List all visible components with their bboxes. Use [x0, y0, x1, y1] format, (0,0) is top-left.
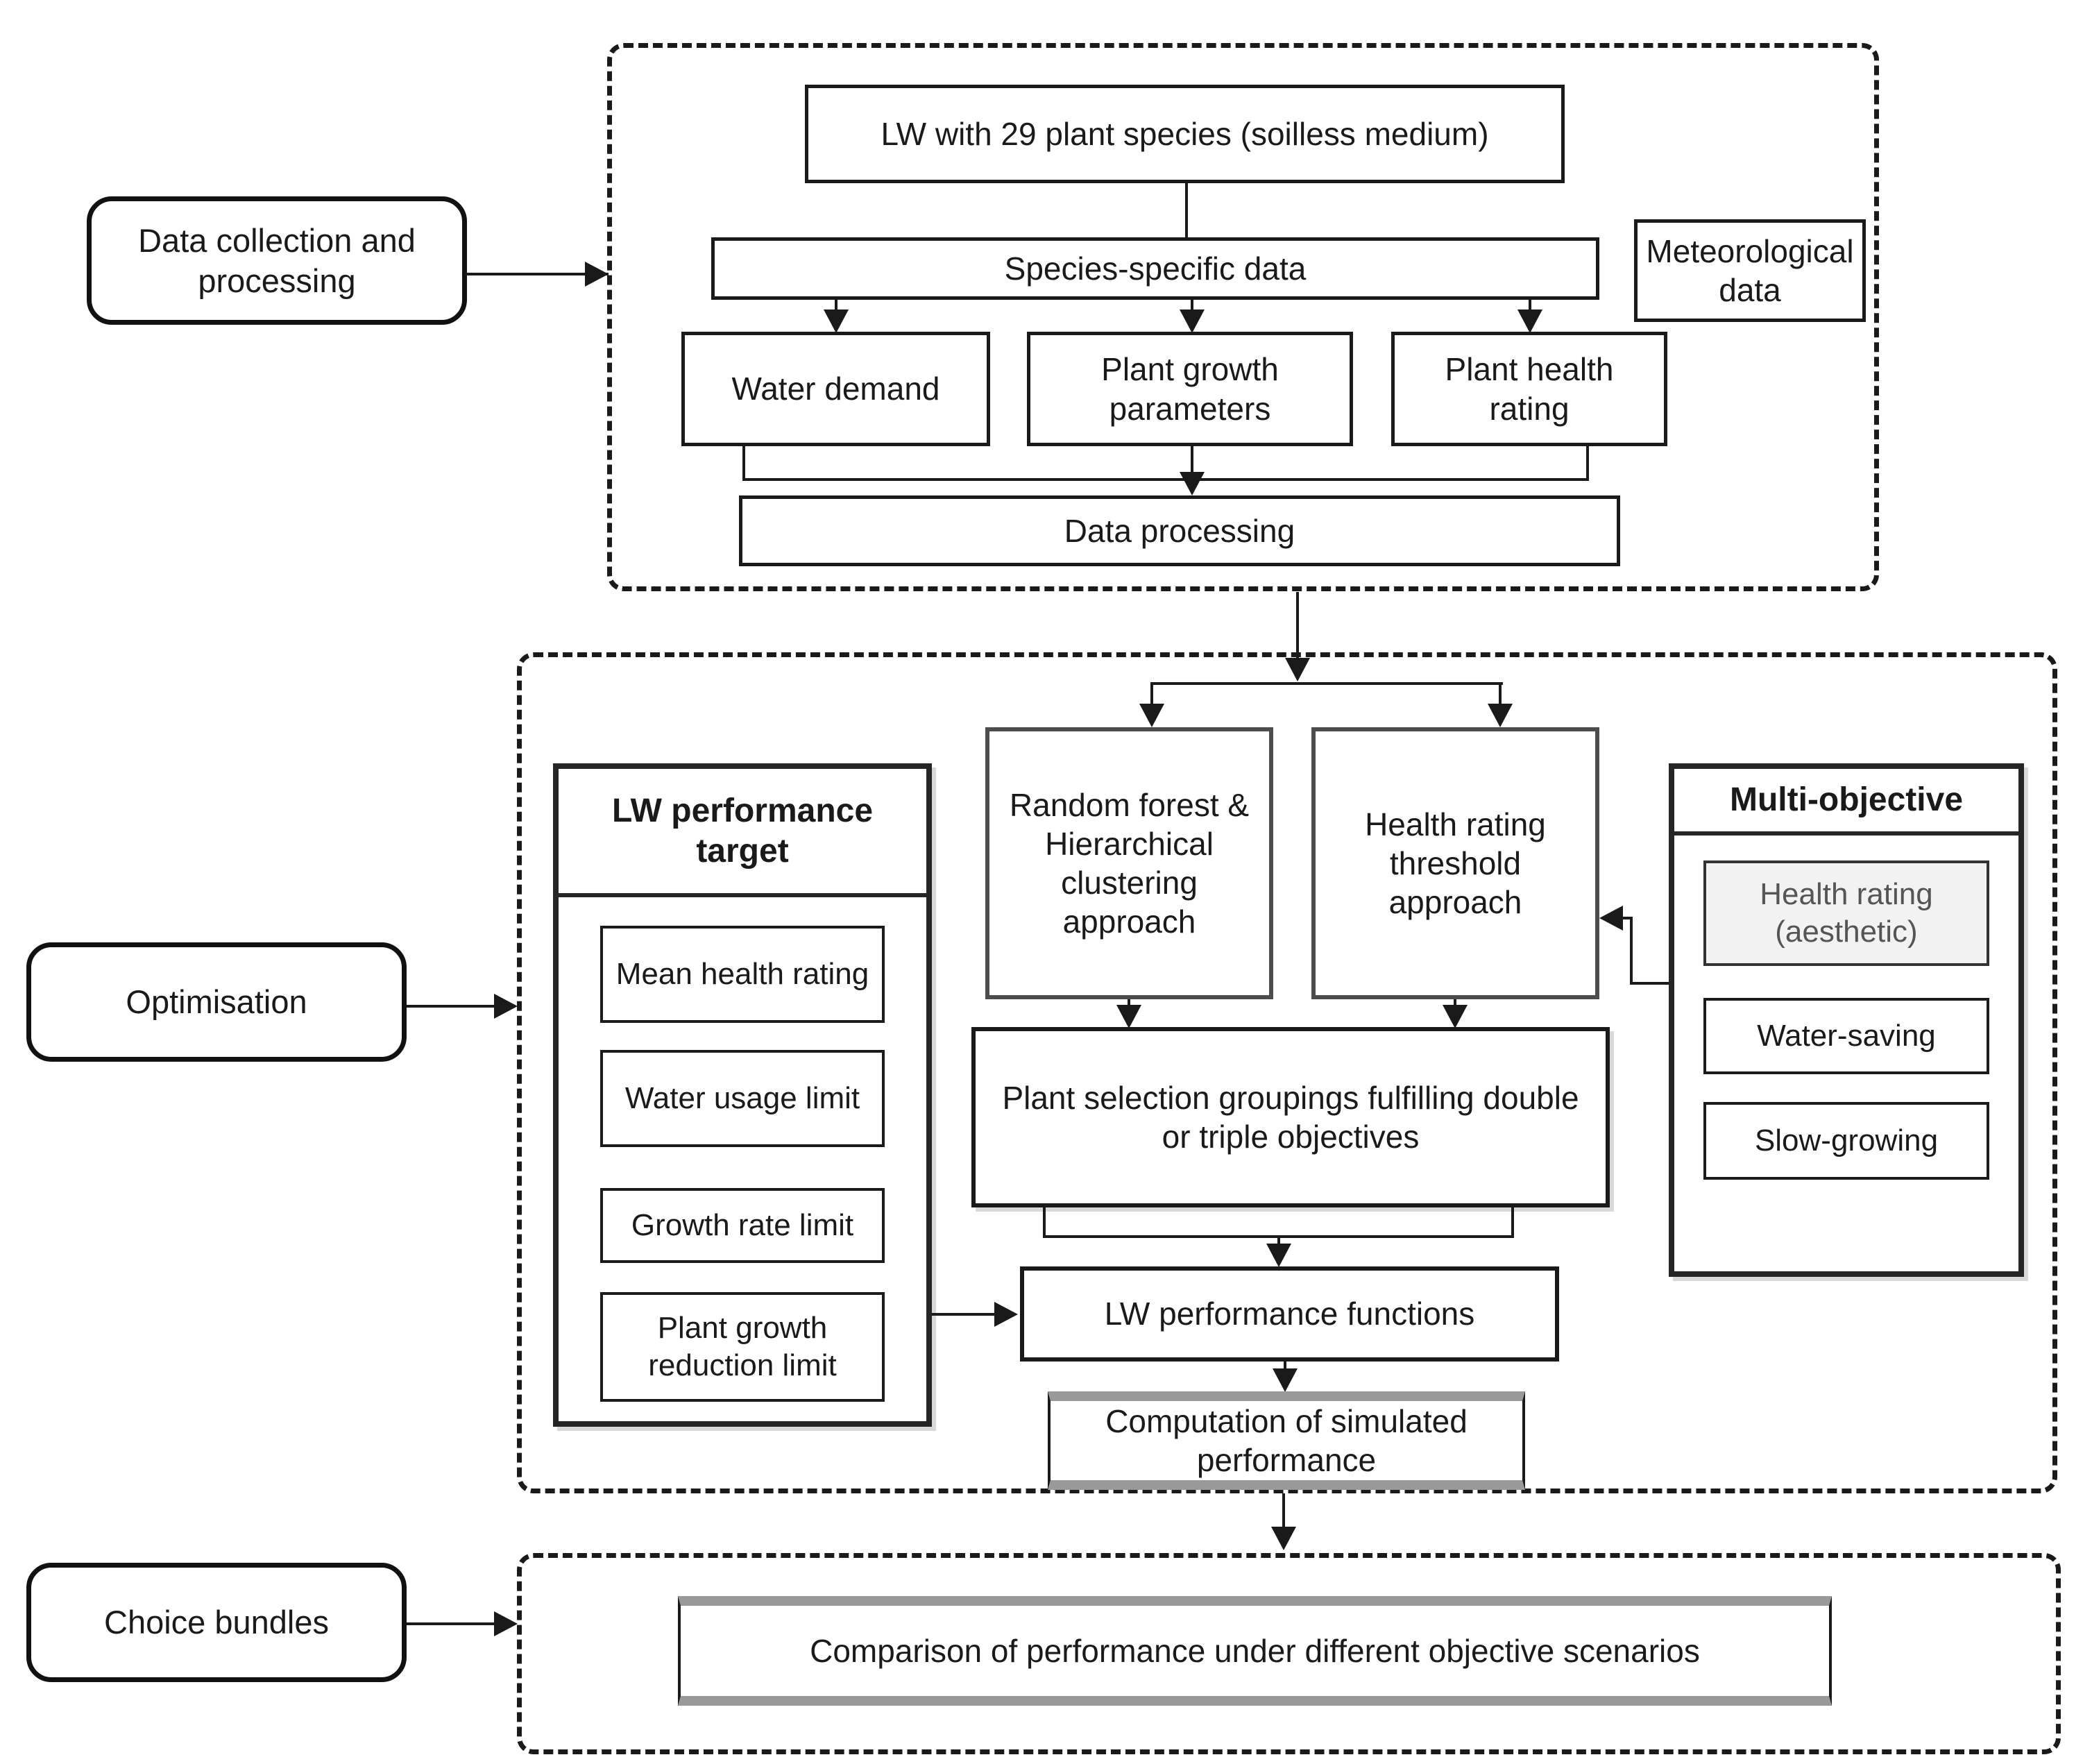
connector-lwperf-to-computation-line — [1284, 1362, 1286, 1371]
lw-performance-functions-label: LW performance functions — [1104, 1296, 1475, 1332]
connector-lwperf-to-computation-arrowhead — [1273, 1368, 1298, 1392]
objective-health-rating-label: Health rating (aesthetic) — [1760, 877, 1933, 949]
species-specific-box: Species-specific data — [711, 237, 1599, 300]
data-processing-label: Data processing — [1064, 512, 1295, 549]
lw-performance-functions-box: LW performance functions — [1020, 1266, 1559, 1362]
connector-optimisation-arrowhead — [494, 994, 518, 1019]
lw-performance-target-header: LW performance target — [559, 769, 926, 897]
stage-data-collection-label: Data collection and processing — [138, 222, 416, 299]
plant-health-rating-box: Plant health rating — [1391, 332, 1667, 446]
split-left-drop — [1150, 682, 1153, 706]
connector-ht-to-selection-line — [1454, 999, 1456, 1008]
connector-target-to-lwperf-line — [932, 1313, 996, 1316]
connector-datacollection-line — [465, 273, 609, 275]
choice-bundles-section-frame — [517, 1553, 2061, 1754]
stage-choice-bundles: Choice bundles — [26, 1563, 407, 1682]
connector-rf-to-selection-line — [1128, 999, 1130, 1008]
target-item-growth-reduction-label: Plant growth reduction limit — [648, 1311, 837, 1382]
random-forest-approach-box: Random forest & Hierarchical clustering … — [985, 727, 1273, 999]
multi-objective-title: Multi-objective — [1729, 781, 1964, 819]
elbow-mo-horizontal-stub — [1630, 982, 1669, 985]
elbow-mo-arrowhead — [1599, 906, 1623, 931]
split-left-arrowhead — [1139, 704, 1164, 727]
stage-choice-bundles-label: Choice bundles — [104, 1604, 329, 1641]
stage-optimisation: Optimisation — [26, 942, 407, 1062]
lw-species-box: LW with 29 plant species (soilless mediu… — [805, 85, 1565, 183]
data-processing-box: Data processing — [739, 495, 1620, 566]
stage-data-collection: Data collection and processing — [87, 196, 467, 325]
bracket-center-line — [1277, 1235, 1280, 1245]
target-item-mean-health-label: Mean health rating — [615, 957, 869, 992]
plant-selection-label: Plant selection groupings fulfilling dou… — [1002, 1079, 1579, 1155]
data-collection-section-frame — [607, 43, 1879, 591]
connector-datacollection-arrowhead — [585, 262, 609, 287]
connector-choicebundles-arrowhead — [494, 1611, 518, 1636]
optimisation-section-frame — [517, 652, 2057, 1493]
objective-slow-growing-label: Slow-growing — [1754, 1123, 1939, 1158]
computation-label: Computation of simulated performance — [1105, 1402, 1468, 1478]
elbow-mo-horizontal-top — [1623, 917, 1633, 919]
target-item-mean-health: Mean health rating — [600, 926, 885, 1023]
merge-center-arrowhead — [1180, 472, 1205, 495]
connector-species-water-arrowhead — [824, 309, 849, 333]
meteorological-label: Meteorological data — [1646, 232, 1854, 308]
connector-middle-to-bottom-arrowhead — [1271, 1527, 1296, 1550]
target-item-growth-rate-label: Growth rate limit — [631, 1208, 854, 1243]
target-item-water-usage: Water usage limit — [600, 1050, 885, 1147]
connector-species-growth-line — [1191, 300, 1193, 312]
connector-species-water-line — [835, 300, 837, 312]
objective-water-saving-box: Water-saving — [1703, 998, 1989, 1074]
connector-top-to-middle-line — [1296, 592, 1299, 660]
connector-ht-to-selection-arrowhead — [1443, 1005, 1468, 1028]
merge-left-stub — [742, 446, 745, 481]
species-specific-label: Species-specific data — [1004, 250, 1307, 287]
target-item-growth-reduction: Plant growth reduction limit — [600, 1292, 885, 1402]
connector-choicebundles-line — [407, 1622, 495, 1625]
merge-center-line — [1191, 446, 1193, 474]
comparison-label: Comparison of performance under differen… — [810, 1632, 1700, 1669]
water-demand-box: Water demand — [681, 332, 990, 446]
connector-middle-to-bottom-line — [1282, 1493, 1285, 1529]
stage-optimisation-label: Optimisation — [126, 983, 307, 1021]
plant-growth-parameters-box: Plant growth parameters — [1027, 332, 1353, 446]
random-forest-approach-label: Random forest & Hierarchical clustering … — [1009, 786, 1250, 940]
plant-growth-parameters-label: Plant growth parameters — [1101, 351, 1279, 427]
computation-box: Computation of simulated performance — [1048, 1391, 1525, 1490]
meteorological-box: Meteorological data — [1634, 219, 1866, 322]
connector-top-to-middle-arrowhead — [1285, 658, 1310, 681]
objective-slow-growing-box: Slow-growing — [1703, 1102, 1989, 1180]
connector-species-growth-arrowhead — [1180, 309, 1205, 333]
water-demand-label: Water demand — [731, 371, 940, 407]
lw-performance-target-title: LW performance target — [611, 792, 874, 870]
plant-selection-box: Plant selection groupings fulfilling dou… — [971, 1027, 1610, 1207]
connector-rf-to-selection-arrowhead — [1116, 1005, 1141, 1028]
split-horizontal-line — [1152, 682, 1503, 685]
target-item-growth-rate: Growth rate limit — [600, 1188, 885, 1263]
bracket-right-stub — [1511, 1207, 1514, 1237]
comparison-box: Comparison of performance under differen… — [678, 1596, 1832, 1706]
connector-species-health-line — [1529, 300, 1531, 312]
target-item-water-usage-label: Water usage limit — [624, 1081, 860, 1116]
health-threshold-approach-box: Health rating threshold approach — [1311, 727, 1599, 999]
elbow-mo-vertical — [1630, 917, 1633, 985]
plant-health-rating-label: Plant health rating — [1445, 351, 1614, 427]
connector-species-health-arrowhead — [1517, 309, 1542, 333]
connector-lw-to-species — [1185, 183, 1188, 237]
connector-target-to-lwperf-arrowhead — [994, 1302, 1018, 1327]
lw-species-label: LW with 29 plant species (soilless mediu… — [881, 115, 1489, 152]
objective-water-saving-label: Water-saving — [1757, 1019, 1936, 1053]
merge-horizontal-line — [742, 478, 1589, 481]
merge-right-stub — [1586, 446, 1589, 481]
health-threshold-approach-label: Health rating threshold approach — [1365, 806, 1546, 921]
bracket-left-stub — [1043, 1207, 1046, 1237]
multi-objective-header: Multi-objective — [1674, 769, 2018, 836]
objective-health-rating-box: Health rating (aesthetic) — [1703, 860, 1989, 966]
split-right-arrowhead — [1488, 704, 1513, 727]
connector-optimisation-line — [407, 1005, 495, 1008]
split-right-drop — [1499, 682, 1502, 706]
bracket-center-arrowhead — [1266, 1244, 1291, 1267]
